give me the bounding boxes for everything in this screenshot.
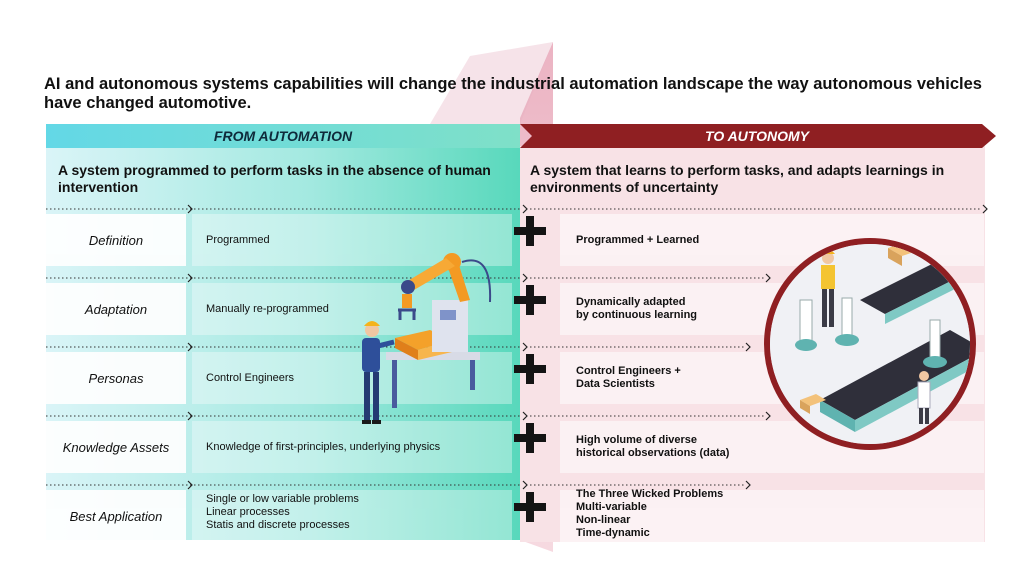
cell-line: historical observations (data) (576, 447, 730, 459)
autonomy-description: A system that learns to perform tasks, a… (530, 162, 945, 195)
automation-knowledge-cell: Knowledge of first-principles, underlyin… (206, 421, 506, 473)
cell-line: Dynamically adapted (576, 296, 686, 308)
cell-line: High volume of diverse (576, 434, 698, 446)
cell-line: Non-linear (576, 514, 631, 526)
plus-icon (514, 216, 546, 522)
autonomy-definition-cell: Programmed + Learned (576, 214, 776, 266)
automation-description: A system programmed to perform tasks in … (58, 162, 491, 195)
cell-line: Control Engineers (206, 371, 295, 384)
cell-line: Data Scientists (576, 378, 655, 390)
automation-personas-cell: Control Engineers (206, 352, 506, 404)
cell-line: Knowledge of first-principles, underlyin… (206, 440, 441, 453)
row-label-definition: Definition (88, 232, 144, 248)
row-label-adaptation: Adaptation (84, 301, 148, 317)
chevron-right-icon (187, 204, 988, 490)
autonomy-header: TO AUTONOMY (705, 128, 809, 144)
cell-line: Linear processes (206, 505, 290, 518)
cell-line: Multi-variable (576, 501, 647, 513)
automation-header-bar (46, 124, 520, 148)
autonomy-application-cell: The Three Wicked Problems Multi-variable… (576, 488, 776, 540)
automation-application-cell: Single or low variable problems Linear p… (206, 490, 506, 534)
autonomy-personas-cell: Control Engineers + Data Scientists (576, 352, 776, 404)
autonomy-knowledge-cell: High volume of diverse historical observ… (576, 421, 776, 473)
cell-line: Single or low variable problems (206, 492, 359, 505)
cell-line: Control Engineers + (576, 365, 681, 377)
row-label-personas: Personas (88, 370, 144, 386)
page-title: AI and autonomous systems capabilities w… (44, 75, 982, 112)
row-label-knowledge-assets: Knowledge Assets (62, 439, 170, 455)
cell-line: Programmed (206, 233, 270, 246)
worker-robot-arm-illustration (362, 253, 492, 424)
cell-line: Manually re-programmed (206, 302, 329, 315)
cell-line: by continuous learning (576, 309, 698, 321)
automation-definition-cell: Programmed (206, 214, 506, 266)
autonomy-adaptation-cell: Dynamically adapted by continuous learni… (576, 283, 776, 335)
automation-adaptation-cell: Manually re-programmed (206, 283, 506, 335)
autonomy-header-arrow (520, 124, 996, 148)
factory-conveyor-illustration (764, 238, 976, 450)
cell-line: The Three Wicked Problems (576, 488, 724, 500)
row-label-best-application: Best Application (69, 508, 163, 524)
cell-line: Time-dynamic (576, 527, 650, 539)
cell-line: Programmed + Learned (576, 233, 700, 246)
automation-header: FROM AUTOMATION (213, 128, 353, 144)
cell-line: Statis and discrete processes (206, 518, 350, 531)
